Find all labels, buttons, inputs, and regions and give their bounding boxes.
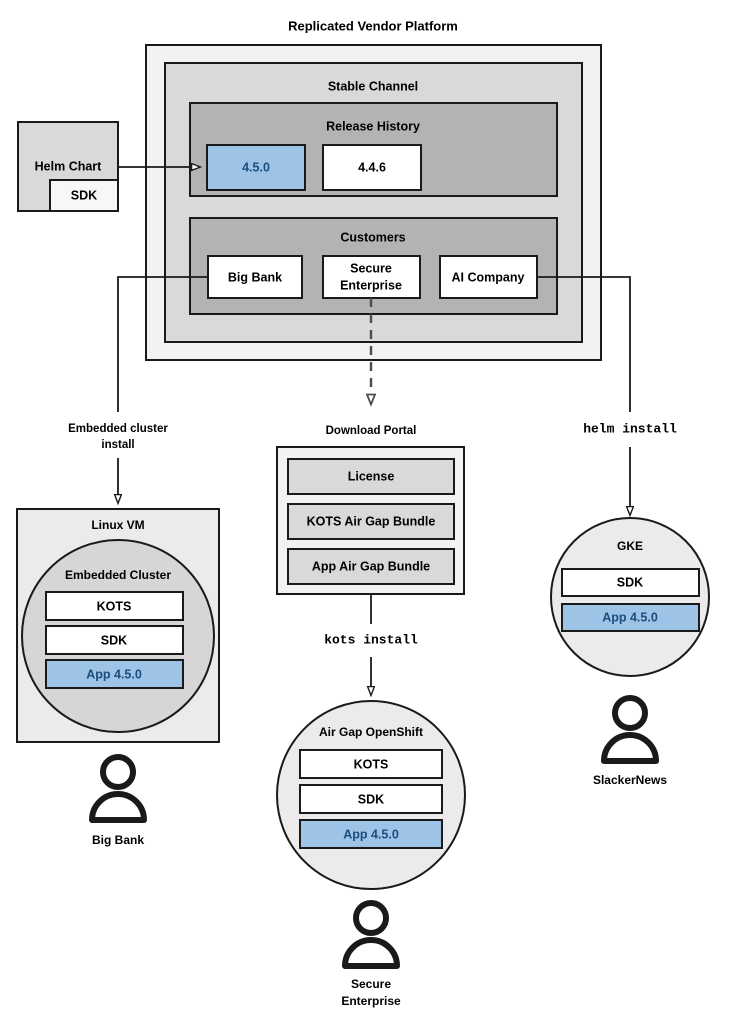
- person-icon-secure-enterprise: [342, 900, 400, 969]
- actor-label-secure-enterprise-line1: Secure: [351, 977, 391, 991]
- portal-item-app-bundle-label: App Air Gap Bundle: [312, 559, 430, 573]
- person-icon-big-bank: [89, 754, 147, 823]
- openshift-component-kots-label: KOTS: [354, 757, 389, 771]
- customer-label-secure-enterprise-line2: Enterprise: [340, 278, 402, 292]
- helm-chart-sdk-box[interactable]: [49, 179, 119, 212]
- actor-label-secure-enterprise-line2: Enterprise: [341, 994, 401, 1008]
- customer-box-ai-company[interactable]: [439, 255, 538, 299]
- linux-vm-component-sdk-label: SDK: [101, 633, 127, 647]
- connector-ai-company-to-gke: [537, 276, 631, 412]
- release-box-4-5-0[interactable]: [206, 144, 306, 191]
- portal-item-license-box[interactable]: [287, 458, 455, 495]
- openshift-component-sdk-box[interactable]: [299, 784, 443, 814]
- connector-big-bank-to-linux-vm: [117, 276, 208, 412]
- gke-title: GKE: [617, 539, 643, 553]
- linux-vm-component-app-box[interactable]: [45, 659, 184, 689]
- customer-box-big-bank[interactable]: [207, 255, 303, 299]
- linux-vm-component-app-label: App 4.5.0: [86, 667, 142, 681]
- kots-install-label: kots install: [324, 632, 418, 647]
- helm-chart-title: Helm Chart: [35, 159, 103, 173]
- linux-vm-title: Linux VM: [91, 518, 144, 532]
- helm-chart-sdk-label: SDK: [71, 188, 97, 202]
- openshift-component-kots-box[interactable]: [299, 749, 443, 779]
- portal-item-app-bundle-box[interactable]: [287, 548, 455, 585]
- embedded-cluster-title: Embedded Cluster: [65, 568, 171, 582]
- release-box-4-4-6[interactable]: [322, 144, 422, 191]
- stable-channel-title: Stable Channel: [328, 79, 418, 93]
- airgap-openshift-title: Air Gap OpenShift: [319, 725, 423, 739]
- actor-label-slackernews: SlackerNews: [593, 773, 667, 787]
- openshift-component-sdk-label: SDK: [358, 792, 384, 806]
- openshift-component-app-label: App 4.5.0: [343, 827, 399, 841]
- portal-item-kots-bundle-label: KOTS Air Gap Bundle: [307, 514, 436, 528]
- gke-component-sdk-box[interactable]: [561, 568, 700, 597]
- gke-component-app-label: App 4.5.0: [602, 610, 658, 624]
- person-icon-slackernews: [601, 695, 659, 764]
- gke-component-sdk-label: SDK: [617, 575, 643, 589]
- portal-item-license-label: License: [348, 469, 395, 483]
- customer-label-ai-company: AI Company: [452, 270, 525, 284]
- page-title: Replicated Vendor Platform: [288, 18, 458, 33]
- customers-title: Customers: [340, 230, 405, 244]
- embedded-install-label-line1: Embedded cluster: [68, 423, 168, 435]
- customer-label-secure-enterprise-line1: Secure: [350, 261, 392, 275]
- gke-component-app-box[interactable]: [561, 603, 700, 632]
- release-label-4-4-6: 4.4.6: [358, 160, 386, 174]
- embedded-install-label-line2: install: [101, 439, 134, 451]
- openshift-component-app-box[interactable]: [299, 819, 443, 849]
- customer-box-secure-enterprise[interactable]: [322, 255, 421, 299]
- release-history-title: Release History: [326, 119, 420, 133]
- customer-label-big-bank: Big Bank: [228, 270, 282, 284]
- linux-vm-component-kots-box[interactable]: [45, 591, 184, 621]
- download-portal-label: Download Portal: [326, 425, 417, 437]
- linux-vm-component-sdk-box[interactable]: [45, 625, 184, 655]
- actor-label-big-bank: Big Bank: [92, 833, 144, 847]
- portal-item-kots-bundle-box[interactable]: [287, 503, 455, 540]
- release-label-4-5-0: 4.5.0: [242, 160, 270, 174]
- linux-vm-component-kots-label: KOTS: [97, 599, 132, 613]
- helm-install-label: helm install: [583, 421, 677, 436]
